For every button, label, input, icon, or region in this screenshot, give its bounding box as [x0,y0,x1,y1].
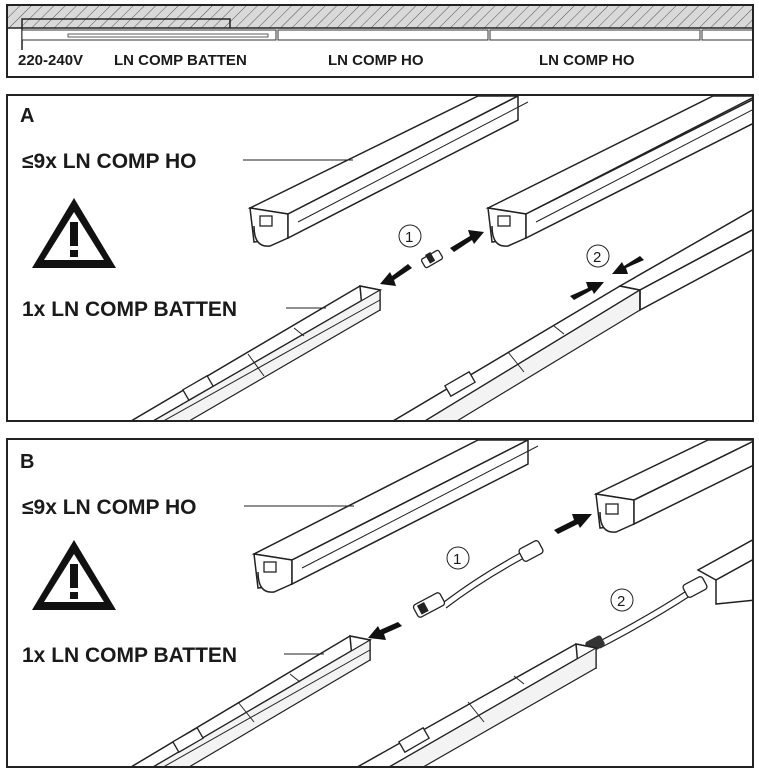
ho-count-label: ≤9x LN COMP HO [22,150,197,173]
ho-fixture-2 [489,29,701,41]
voltage-label: 220-240V [18,52,83,69]
installation-strip: 220-240V LN COMP BATTEN LN COMP HO LN CO… [6,4,754,78]
panel-letter-b: B [20,451,34,473]
arrow-icon [368,514,592,640]
ceiling-hatch [8,6,752,28]
ceiling-diagram: 220-240V LN COMP BATTEN LN COMP HO LN CO… [8,6,752,69]
warning-triangle-icon [32,540,116,610]
batten-fixture [21,29,277,41]
connector-icon [420,249,444,269]
cable-icon [412,540,544,618]
step-1-number: 1 [405,229,413,246]
ho-fixture-far-right [696,539,752,605]
ho-fixture-left [247,96,529,247]
panel-a: A ≤9x LN COMP HO [6,94,754,422]
batten-count-label: 1x LN COMP BATTEN [22,298,237,321]
warning-triangle-icon [32,198,116,268]
ho-fixture-right [593,440,752,533]
batten-fixture-left [131,285,383,420]
step-2-number: 2 [617,593,625,610]
step-1-number: 1 [453,551,461,568]
batten-fixture-left [131,635,373,766]
batten-count-label: 1x LN COMP BATTEN [22,644,237,667]
ho-count-label: ≤9x LN COMP HO [22,496,197,519]
panel-b: B ≤9x LN COMP HO [6,438,754,768]
segment-label-batten: LN COMP BATTEN [114,52,247,69]
cable-icon [585,576,708,653]
segment-label-ho-2: LN COMP HO [539,52,635,69]
panel-a-diagram: A ≤9x LN COMP HO [20,96,752,420]
ho-fixture-left [251,440,539,593]
panel-letter-a: A [20,105,34,127]
ho-fixture-3 [701,29,752,41]
ho-fixture-1 [277,29,489,41]
panel-b-diagram: B ≤9x LN COMP HO [20,440,752,766]
step-2-number: 2 [593,249,601,266]
segment-label-ho-1: LN COMP HO [328,52,424,69]
ho-fixture-right [485,96,752,247]
batten-fixture-right [357,643,599,766]
arrow-icon [380,230,484,286]
batten-fixture-right [393,209,752,420]
